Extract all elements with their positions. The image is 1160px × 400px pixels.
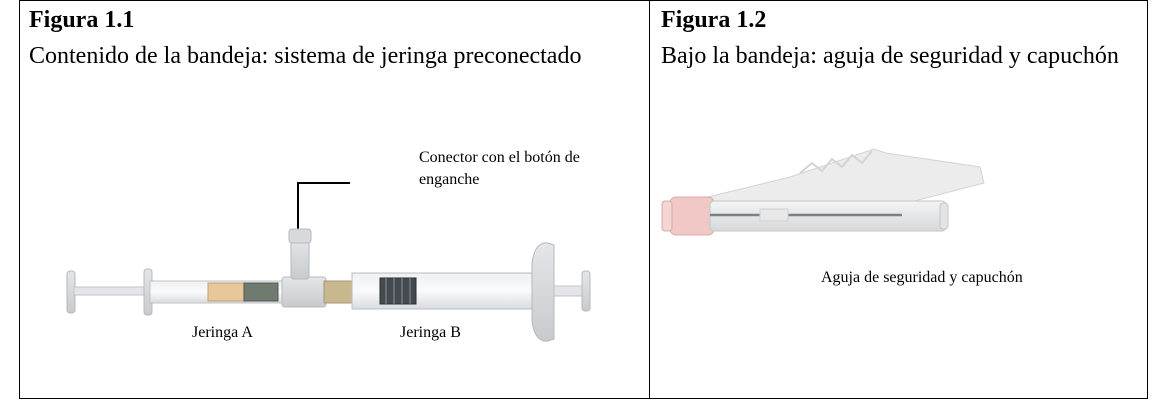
syringe-b-label: Jeringa B (400, 324, 461, 341)
figure-1-2-cell: Figura 1.2 Bajo la bandeja: aguja de seg… (650, 1, 1147, 398)
syringe-b-barrel (323, 272, 533, 310)
figure-1-1-caption: Contenido de la bandeja: sistema de jeri… (29, 43, 582, 69)
figure-1-1-cell: Figura 1.1 Contenido de la bandeja: sist… (20, 1, 650, 398)
syringe-a-plunger (66, 268, 153, 316)
safety-needle (661, 148, 985, 236)
syringe-system-illustration (66, 182, 591, 342)
figure-1-1-title: Figura 1.1 (29, 7, 135, 33)
syringe-a-barrel (149, 280, 291, 304)
figure-1-2-caption: Bajo la bandeja: aguja de seguridad y ca… (661, 43, 1119, 69)
connector-label: Conector con el botón de enganche (419, 149, 580, 188)
connector-leader-line (294, 182, 350, 237)
safety-needle-illustration (661, 148, 985, 236)
figure-table: Figura 1.1 Contenido de la bandeja: sist… (19, 0, 1148, 399)
figure-1-2-title: Figura 1.2 (661, 7, 767, 33)
needle-label: Aguja de seguridad y capuchón (821, 269, 1023, 286)
syringe-b-flange (531, 242, 591, 342)
connector (281, 228, 327, 308)
syringe-a-label: Jeringa A (192, 324, 253, 341)
